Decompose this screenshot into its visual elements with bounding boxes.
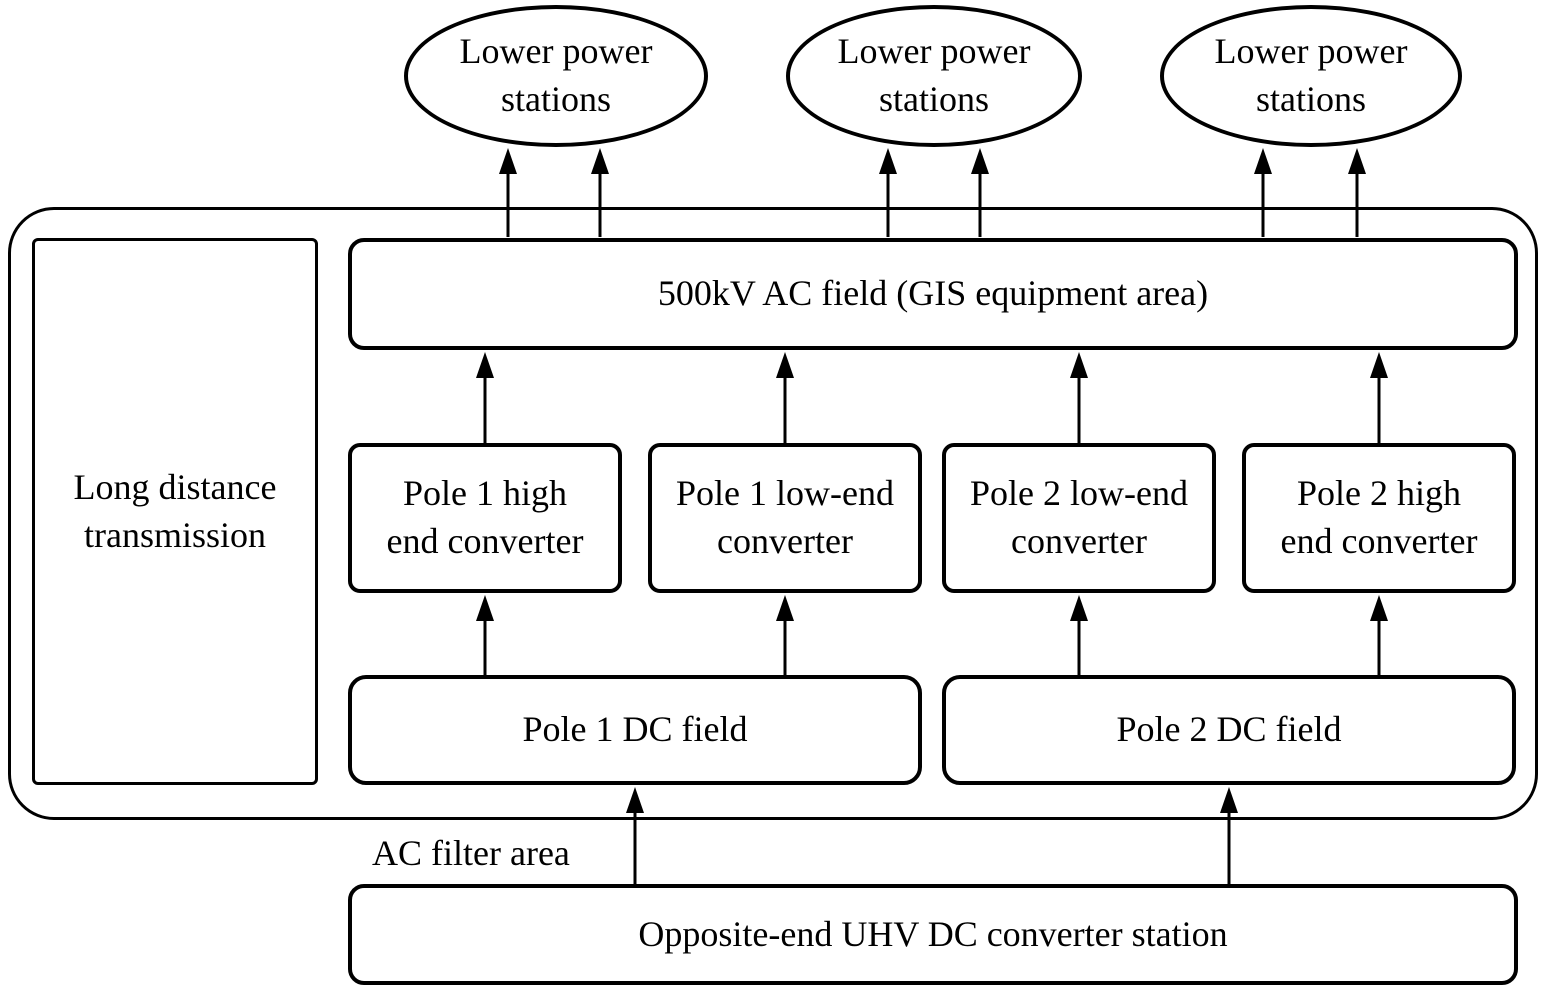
converter-pole2-high-label-line1: Pole 2 high [1296, 473, 1461, 514]
opposite-end-station-box: Opposite-end UHV DC converter station [348, 884, 1518, 985]
ac-field-box: 500kV AC field (GIS equipment area) [348, 238, 1518, 350]
converter-box-pole1-low: Pole 1 low-end converter [648, 443, 922, 593]
long-distance-transmission-label-line1: Long distance [73, 466, 277, 507]
converter-pole2-low-label-line1: Pole 2 low-end [970, 473, 1188, 514]
dc-field-box-pole1: Pole 1 DC field [348, 675, 922, 785]
dc-field-pole1-label: Pole 1 DC field [522, 709, 748, 750]
converter-pole1-low-label-line1: Pole 1 low-end [676, 473, 894, 514]
lower-power-stations-label-1-line2: stations [500, 79, 611, 119]
converter-box-pole2-low: Pole 2 low-end converter [942, 443, 1216, 593]
lower-power-stations-ellipse-3: Lower power stations [1160, 5, 1462, 147]
long-distance-transmission-box: Long distance transmission [32, 238, 318, 785]
converter-pole1-high-label-line1: Pole 1 high [402, 473, 567, 514]
long-distance-transmission-label-line2: transmission [83, 514, 266, 555]
converter-pole1-low-label-line2: converter [717, 521, 853, 561]
lower-power-stations-label-2-line2: stations [878, 79, 989, 119]
converter-box-pole2-high: Pole 2 high end converter [1242, 443, 1516, 593]
converter-station-boundary [8, 207, 1538, 820]
converter-pole1-high-label-line2: end converter [386, 521, 584, 561]
dc-field-box-pole2: Pole 2 DC field [942, 675, 1516, 785]
converter-pole2-low-label-line2: converter [1011, 521, 1147, 561]
converter-box-pole1-high: Pole 1 high end converter [348, 443, 622, 593]
opposite-end-station-label: Opposite-end UHV DC converter station [638, 913, 1228, 954]
lower-power-stations-label-2-line1: Lower power [837, 31, 1031, 72]
dc-field-pole2-label: Pole 2 DC field [1116, 709, 1342, 750]
ac-field-label: 500kV AC field (GIS equipment area) [657, 273, 1209, 314]
lower-power-stations-label-3-line2: stations [1255, 79, 1366, 119]
converter-pole2-high-label-line2: end converter [1280, 521, 1478, 561]
lower-power-stations-label-3-line1: Lower power [1214, 31, 1408, 72]
lower-power-stations-label-1-line1: Lower power [459, 31, 653, 72]
lower-power-stations-ellipse-2: Lower power stations [786, 5, 1082, 147]
ac-filter-area-label: AC filter area [372, 833, 570, 873]
lower-power-stations-ellipse-1: Lower power stations [404, 5, 708, 147]
